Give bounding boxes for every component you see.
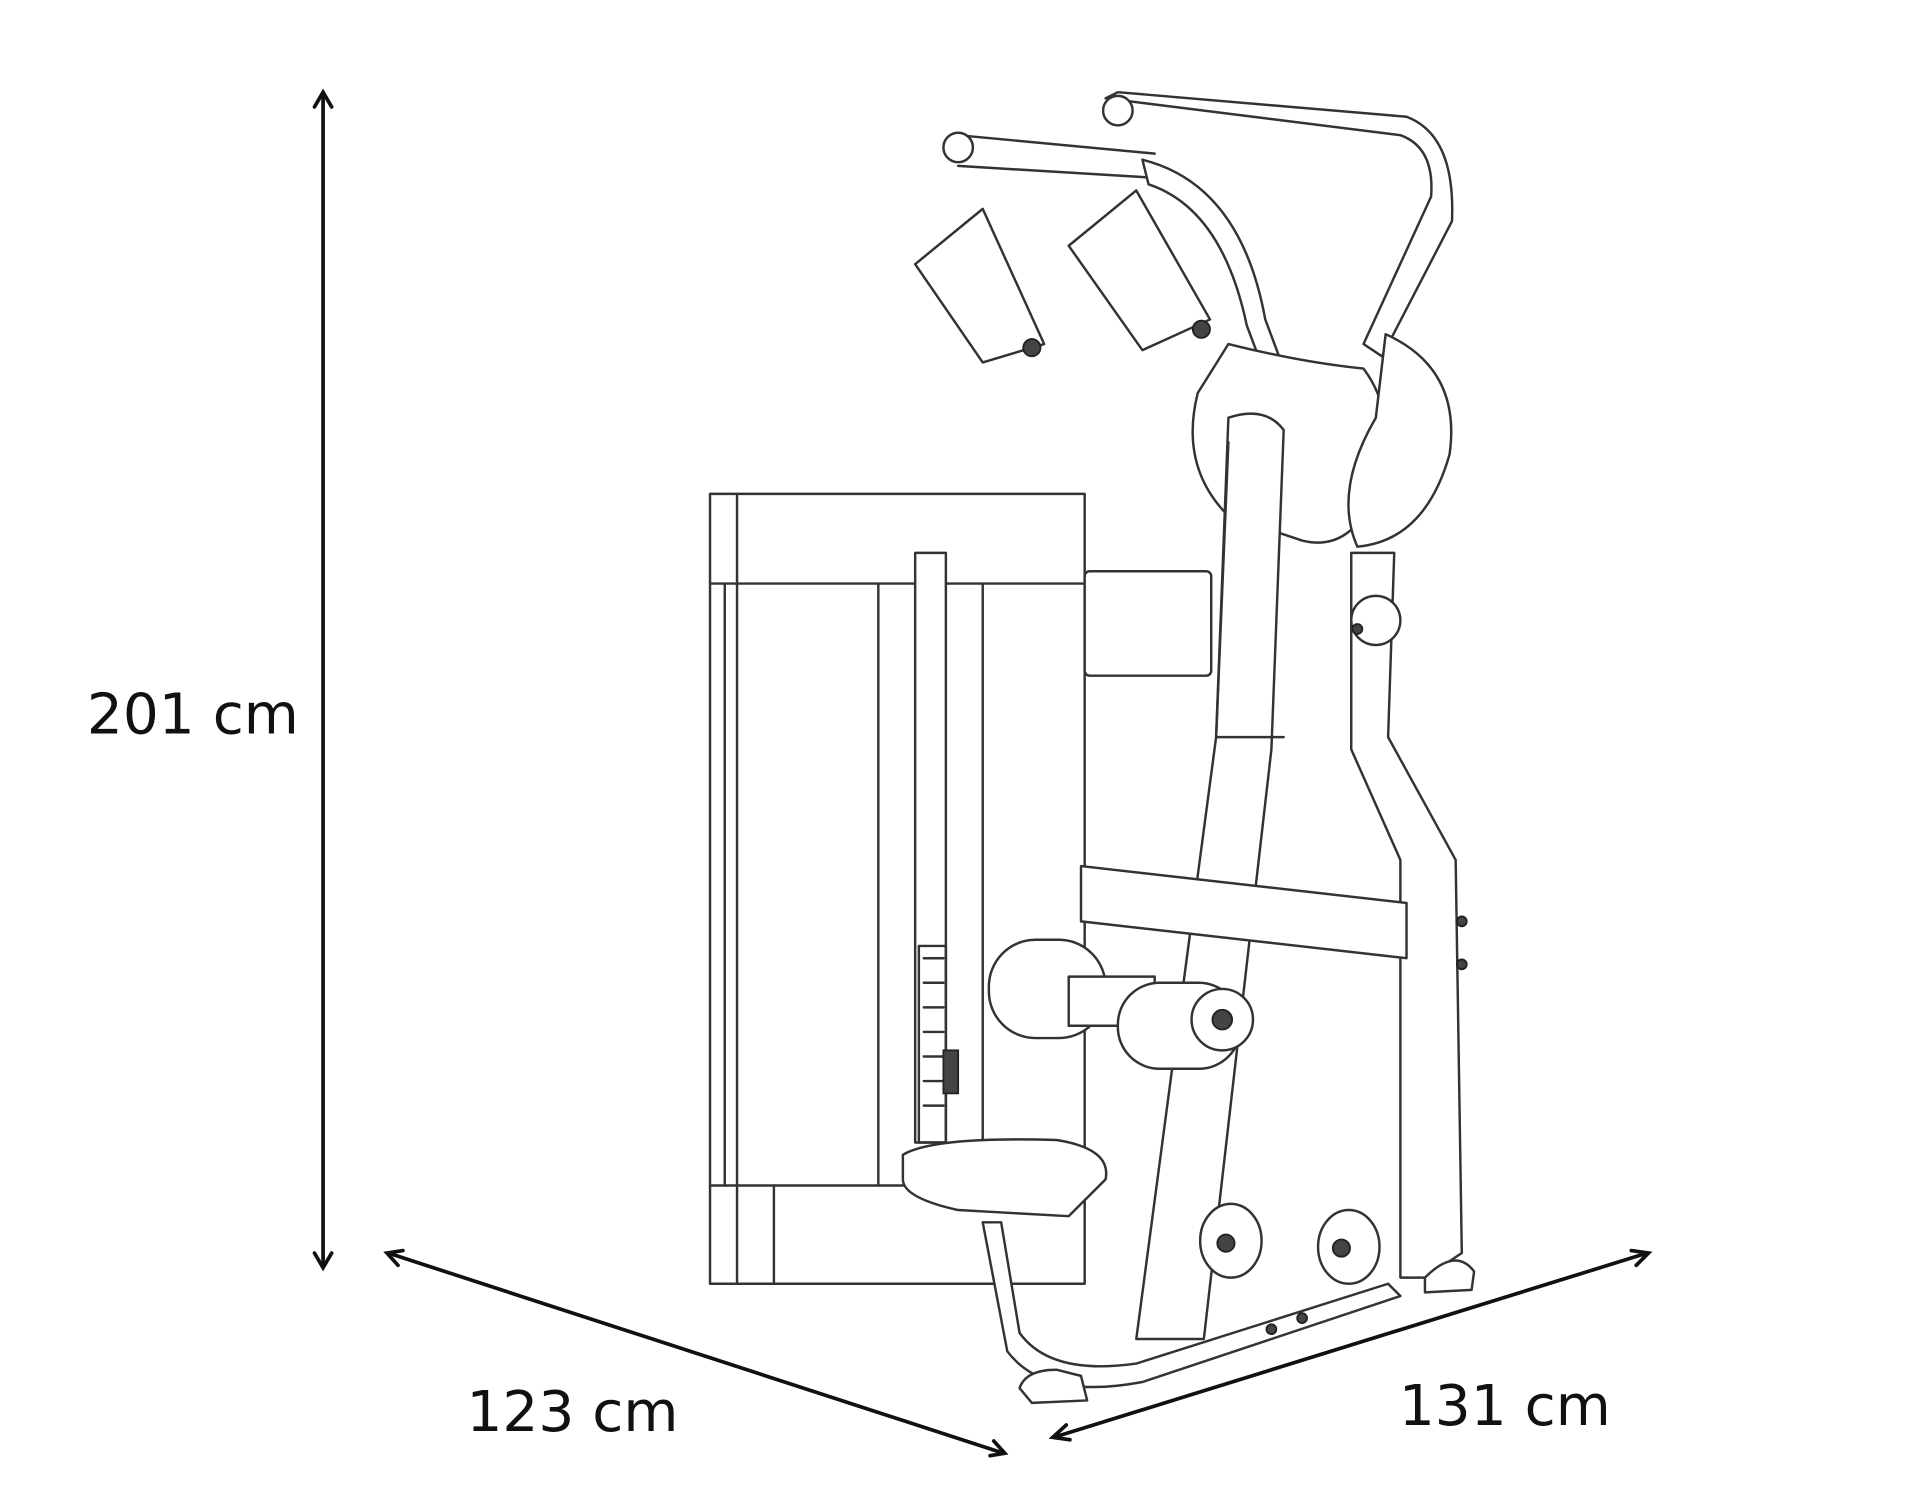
- front-upright: [1135, 412, 1285, 1341]
- width-arrow: [1048, 1248, 1653, 1442]
- depth-label: 123 cm: [466, 1380, 678, 1445]
- gym-machine-illustration: [708, 90, 1476, 1405]
- seat: [901, 1138, 1108, 1218]
- base-foot: [1018, 1368, 1089, 1405]
- height-arrow: [312, 88, 334, 1272]
- back-pad: [1083, 570, 1213, 677]
- width-label: 131 cm: [1399, 1374, 1611, 1439]
- weight-plates: [1198, 1202, 1381, 1285]
- depth-arrow: [383, 1248, 1009, 1458]
- thigh-pads: [987, 938, 1255, 1070]
- pulldown-arms: [913, 90, 1454, 426]
- height-label: 201 cm: [87, 682, 299, 747]
